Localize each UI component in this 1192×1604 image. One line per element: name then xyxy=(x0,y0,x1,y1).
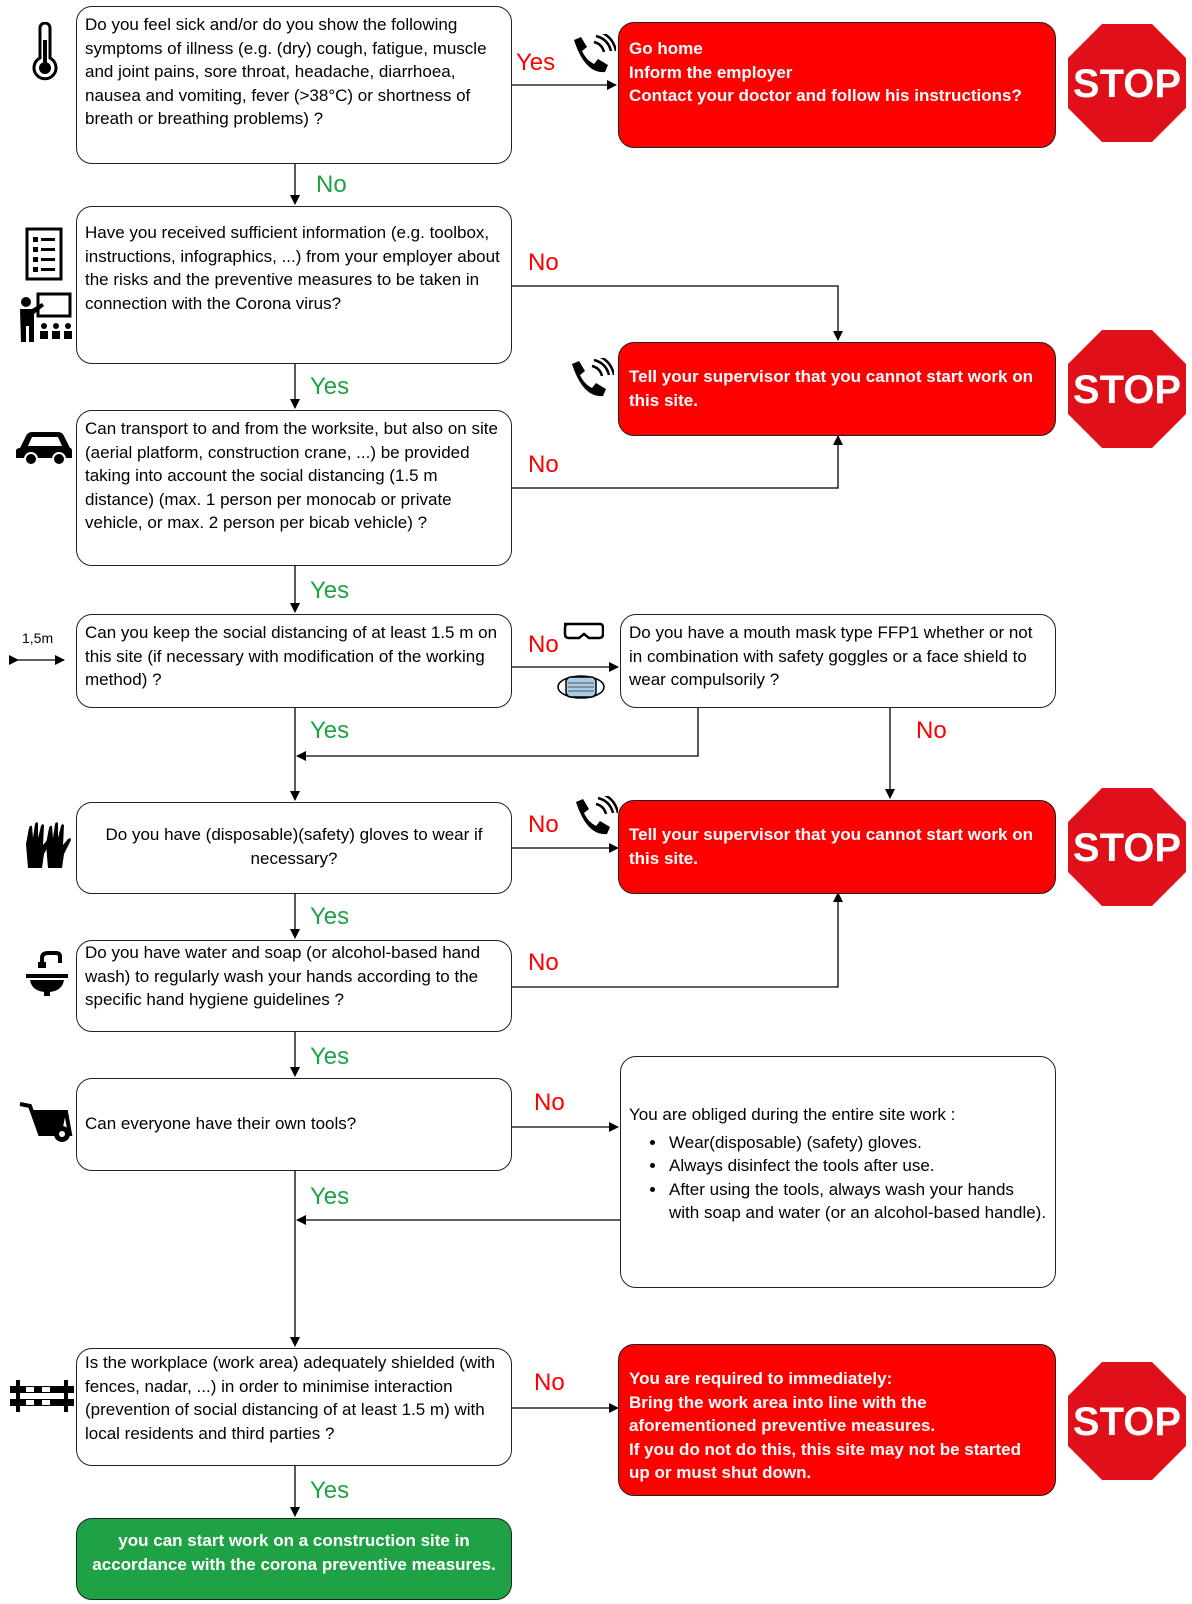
yes-label: Yes xyxy=(516,49,556,76)
question-workplace-shielded: Is the workplace (work area) adequately … xyxy=(76,1348,512,1466)
no-label: No xyxy=(528,249,559,276)
question-hand-hygiene: Do you have water and soap (or alcohol-b… xyxy=(76,940,512,1032)
thermometer-icon xyxy=(32,22,58,81)
result-tell-supervisor-1: Tell your supervisor that you cannot sta… xyxy=(618,342,1056,436)
no-label: No xyxy=(534,1089,565,1116)
yes-label: Yes xyxy=(310,717,350,744)
yes-label: Yes xyxy=(310,577,350,604)
result-go-home: Go home Inform the employer Contact your… xyxy=(618,22,1056,148)
svg-text:STOP: STOP xyxy=(1073,1400,1181,1444)
no-label: No xyxy=(528,949,559,976)
yes-label: Yes xyxy=(310,1477,350,1504)
result-required-immediately: You are required to immediately: Bring t… xyxy=(618,1344,1056,1496)
question-gloves: Do you have (disposable)(safety) gloves … xyxy=(76,802,512,894)
no-label: No xyxy=(534,1369,565,1396)
distance-label: 1,5m xyxy=(22,630,54,646)
tools-obligation-item: Wear(disposable) (safety) gloves. xyxy=(667,1131,1047,1155)
svg-text:STOP: STOP xyxy=(1073,368,1181,412)
tools-obligation-list: Wear(disposable) (safety) gloves. Always… xyxy=(629,1131,1047,1225)
question-own-tools: Can everyone have their own tools? xyxy=(76,1078,512,1171)
question-transport: Can transport to and from the worksite, … xyxy=(76,410,512,566)
question-symptoms: Do you feel sick and/or do you show the … xyxy=(76,6,512,164)
car-icon xyxy=(16,432,72,466)
face-mask-icon xyxy=(557,675,605,699)
result-start-work: you can start work on a construction sit… xyxy=(76,1518,512,1600)
tools-obligations-box: You are obliged during the entire site w… xyxy=(620,1056,1056,1288)
stop-sign-icon: STOP xyxy=(1068,788,1186,906)
result-tell-supervisor-2: Tell your supervisor that you cannot sta… xyxy=(618,800,1056,894)
gloves-icon xyxy=(26,822,71,868)
question-mouth-mask: Do you have a mouth mask type FFP1 wheth… xyxy=(620,614,1056,708)
fence-barrier-icon xyxy=(10,1380,74,1412)
phone-icon xyxy=(574,34,616,73)
tools-obligation-item: After using the tools, always wash your … xyxy=(667,1178,1047,1225)
goggles-icon xyxy=(563,622,604,640)
yes-label: Yes xyxy=(310,1043,350,1070)
sink-icon xyxy=(26,951,68,996)
question-information: Have you received sufficient information… xyxy=(76,206,512,364)
no-label: No xyxy=(316,171,347,198)
phone-icon xyxy=(576,796,618,835)
phone-icon xyxy=(572,358,614,397)
presentation-icon xyxy=(20,292,72,342)
yes-label: Yes xyxy=(310,1183,350,1210)
question-social-distancing: Can you keep the social distancing of at… xyxy=(76,614,512,708)
svg-text:STOP: STOP xyxy=(1073,826,1181,870)
no-label: No xyxy=(528,811,559,838)
stop-sign-icon: STOP xyxy=(1068,24,1186,142)
yes-label: Yes xyxy=(310,373,350,400)
no-label: No xyxy=(916,717,947,744)
yes-label: Yes xyxy=(310,903,350,930)
wheelbarrow-icon xyxy=(19,1102,73,1142)
svg-text:STOP: STOP xyxy=(1073,62,1181,106)
stop-sign-icon: STOP xyxy=(1068,330,1186,448)
no-label: No xyxy=(528,451,559,478)
no-label: No xyxy=(528,631,559,658)
tools-obligation-item: Always disinfect the tools after use. xyxy=(667,1154,1047,1178)
stop-sign-icon: STOP xyxy=(1068,1362,1186,1480)
checklist-icon xyxy=(25,227,63,281)
tools-intro: You are obliged during the entire site w… xyxy=(629,1105,956,1124)
